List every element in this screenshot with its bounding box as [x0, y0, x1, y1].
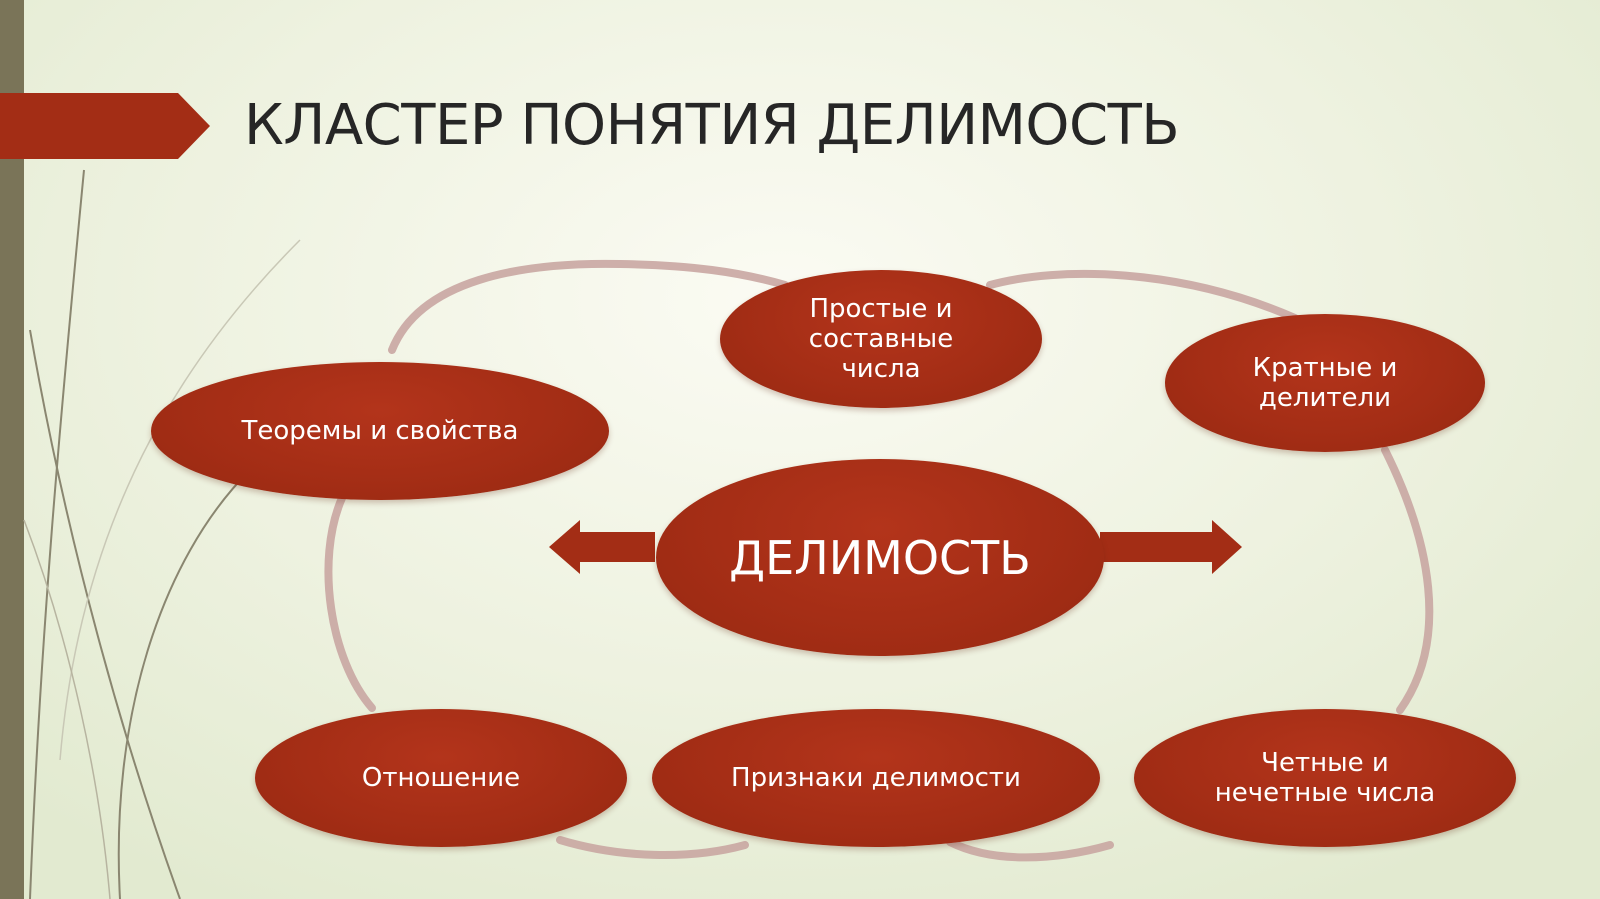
node-even-odd-label: Четные и нечетные числа [1214, 748, 1436, 808]
title-arrow-banner [0, 93, 210, 159]
node-prime-composite-label: Простые и составные числа [808, 294, 954, 384]
right-arrow [1100, 520, 1242, 574]
slide-title: КЛАСТЕР ПОНЯТИЯ ДЕЛИМОСТЬ [244, 93, 1180, 158]
decorative-curves [23, 169, 301, 899]
left-arrow [549, 520, 655, 574]
node-relation-label: Отношение [361, 763, 521, 793]
node-theorems: Теоремы и свойства [151, 362, 609, 500]
node-theorems-label: Теоремы и свойства [241, 416, 519, 446]
node-even-odd: Четные и нечетные числа [1134, 709, 1516, 847]
node-center-label: ДЕЛИМОСТЬ [729, 530, 1031, 585]
node-divisibility-rules-label: Признаки делимости [731, 763, 1021, 793]
node-center-divisibility: ДЕЛИМОСТЬ [656, 459, 1104, 656]
node-prime-composite: Простые и составные числа [720, 270, 1042, 408]
node-multiples-divisors-label: Кратные и делители [1252, 353, 1398, 413]
node-divisibility-rules: Признаки делимости [652, 709, 1100, 847]
node-multiples-divisors: Кратные и делители [1165, 314, 1485, 452]
node-relation: Отношение [255, 709, 627, 847]
